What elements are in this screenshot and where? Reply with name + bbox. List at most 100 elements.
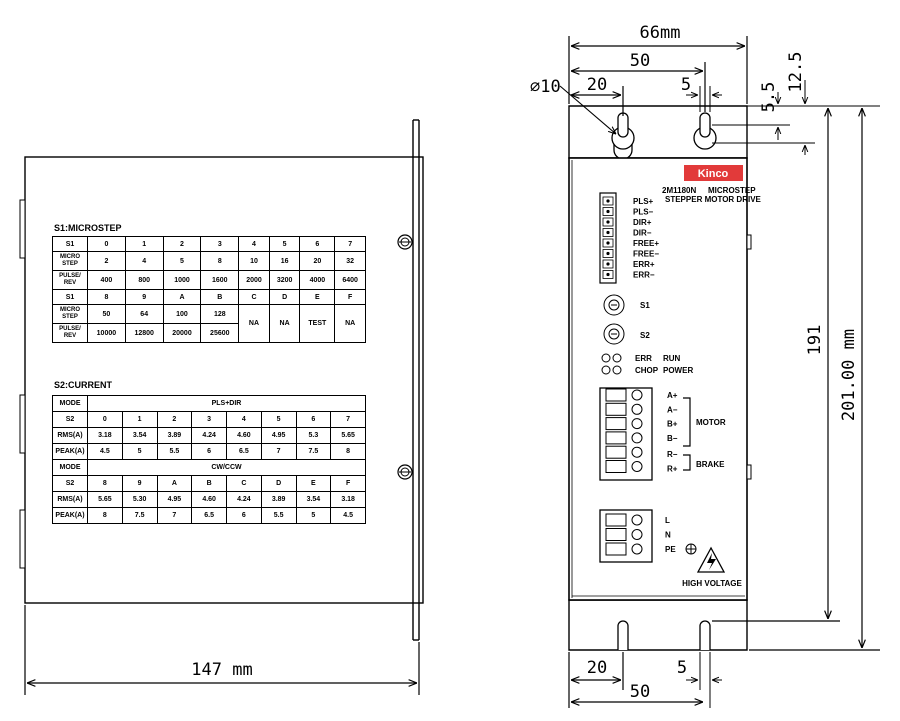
table-cell: 6 [191,443,227,460]
switch-s2: S2 [603,323,650,345]
dim-top-5 [686,86,722,112]
power-pin-labels: LN PE [665,516,676,554]
table-cell: S2 [52,475,88,492]
table-cell: 4 [238,236,270,252]
signal-pin-label: DIR− [633,229,652,238]
table-cell: 800 [124,270,164,290]
dim-top-20 [571,86,624,116]
side-screw-bottom [397,464,413,480]
dim-bottom-50-label: 50 [630,682,650,702]
motor-pin-label: B+ [667,420,678,429]
table-cell: 1 [124,236,164,252]
signal-pin-label: PLS− [633,208,654,217]
table-cell: 7 [334,236,366,252]
dim-201 [749,108,880,651]
table-cell: C [238,289,270,305]
power-pin-label: PE [665,545,676,554]
table-cell: 5 [260,411,297,428]
table-cell: 4.60 [226,427,262,444]
table-cell: MICRO STEP [52,304,88,324]
table-cell: 5 [295,507,332,524]
table-cell: 8 [200,251,240,271]
brake-label: BRAKE [696,460,725,469]
table-cell: F [334,289,366,305]
dim-66-label: 66mm [640,23,681,43]
table-cell: 7.5 [295,443,332,460]
dim-191-label: 191 [805,325,825,356]
table-cell: 0 [87,236,126,252]
table-cell: 5 [268,236,301,252]
dim-top-20-label: 20 [587,75,607,95]
table-cell: 7 [156,507,193,524]
table-cell: 10000 [87,323,126,343]
table-cell: A [162,289,202,305]
motor-terminal [605,402,643,416]
table-cell: 4000 [299,270,336,290]
table-cell: F [330,475,366,492]
table-cell: 8 [330,443,366,460]
table-cell: 8 [87,475,123,492]
table-cell: D [268,289,301,305]
table-cell: NA [334,304,366,343]
motor-pin-label: R− [667,450,678,459]
switch-s1-label: S1 [640,301,650,310]
led-err-label: ERR [635,354,652,363]
table-cell: 5.5 [156,443,193,460]
table-cell: 4.95 [156,491,193,508]
keyhole-slot-left [611,112,635,160]
brake-bracket [683,454,691,471]
table-cell: 12800 [124,323,164,343]
power-pin-label: L [665,516,670,525]
motor-label: MOTOR [696,418,726,427]
bottom-slot-right [699,620,711,650]
dim-12-5-label: 12.5 [786,52,806,93]
table-cell: 4.5 [330,507,366,524]
table-cell: PULSE/ REV [52,323,88,343]
table-cell: 5.30 [121,491,158,508]
table-cell: 5.3 [295,427,332,444]
motor-connector [599,387,653,481]
dim-191 [712,108,840,622]
table-cell: 5.65 [330,427,366,444]
table-cell: NA [238,304,270,343]
table-cell: 10 [238,251,270,271]
led-power-label: POWER [663,366,693,375]
power-pin-label: N [665,531,671,540]
table-cell: 4.95 [260,427,297,444]
table-cell: 20000 [162,323,202,343]
signal-pin [602,270,614,279]
table-cell: 3 [191,411,227,428]
table-cell: 1600 [200,270,240,290]
table-cell: 100 [162,304,202,324]
motor-pin-label: A− [667,405,678,414]
table-cell: 2 [162,236,202,252]
side-screw-top [397,234,413,250]
table-cell: B [200,289,240,305]
table-cell: RMS(A) [52,427,88,444]
table-cell: 16 [268,251,301,271]
table-cell: 5.5 [260,507,297,524]
table-cell: 8 [87,289,126,305]
table-cell: 9 [124,289,164,305]
table-cell: 8 [87,507,123,524]
table-cell: PEAK(A) [52,443,88,460]
table-cell: 0 [87,411,123,428]
table-cell: E [295,475,332,492]
table-cell: 64 [124,304,164,324]
table-cell: 3.18 [330,491,366,508]
table-cell: 3200 [268,270,301,290]
keyhole-slot-right [693,112,717,150]
ground-icon [685,543,697,555]
dim-top-50 [571,62,706,112]
table-cell: 6 [295,411,332,428]
